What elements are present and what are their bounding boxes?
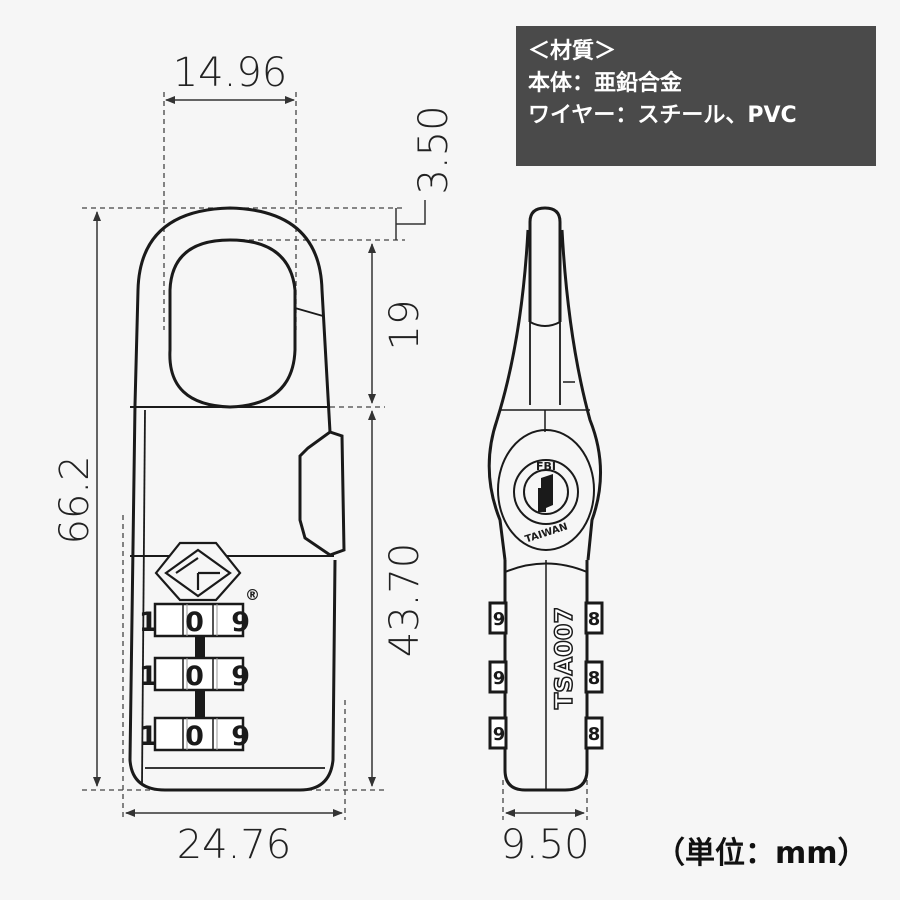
keyhole-icon <box>538 474 553 512</box>
dim-body-width: 24.76 <box>177 822 292 868</box>
combination-dial-1[interactable]: 1 0 9 <box>139 602 259 638</box>
dim-shackle-offset: 3.50 <box>411 105 457 194</box>
side-dial-digit: 8 <box>588 609 601 630</box>
dial-spine <box>195 636 205 658</box>
tsa-diamond-logo-icon <box>154 541 242 602</box>
side-view <box>487 206 603 792</box>
shackle-outer <box>133 206 332 433</box>
dial-digits: 1 0 9 <box>139 607 259 638</box>
combination-dial-2[interactable]: 1 0 9 <box>139 656 259 692</box>
front-view <box>128 206 346 792</box>
materials-wire: ワイヤー：スチール、PVC <box>528 103 797 128</box>
dial-spine <box>195 688 205 720</box>
lock-body <box>128 404 337 792</box>
dim-total-height: 66.2 <box>52 455 98 544</box>
dial-digits: 1 0 9 <box>139 721 259 752</box>
shackle-hole <box>168 238 297 409</box>
unit-label: （単位：mm） <box>655 836 868 871</box>
dim-shackle-width: 14.96 <box>173 50 288 96</box>
keyhole-top-text: FBI <box>536 460 556 473</box>
dim-body-height: 43.70 <box>382 543 428 658</box>
dial-digits: 1 0 9 <box>139 661 259 692</box>
dimension-arrows <box>93 96 585 817</box>
dim-shackle-height: 19 <box>382 300 428 351</box>
side-dial-digit: 8 <box>588 724 601 745</box>
model-text: TSA007 <box>550 607 578 709</box>
side-dial-digit: 9 <box>493 668 506 689</box>
combination-dial-3[interactable]: 1 0 9 <box>139 716 259 752</box>
registered-mark: ® <box>245 586 260 604</box>
materials-heading: ＜材質＞ <box>528 39 617 64</box>
side-dial-digit: 9 <box>493 609 506 630</box>
side-dial-digit: 8 <box>588 668 601 689</box>
materials-body: 本体：亜鉛合金 <box>528 71 683 96</box>
side-dial-digit: 9 <box>493 724 506 745</box>
side-dial-tabs <box>488 601 604 750</box>
materials-panel: ＜材質＞ 本体：亜鉛合金 ワイヤー：スチール、PVC <box>516 26 876 166</box>
release-button <box>298 430 346 557</box>
dim-thickness: 9.50 <box>500 822 589 868</box>
